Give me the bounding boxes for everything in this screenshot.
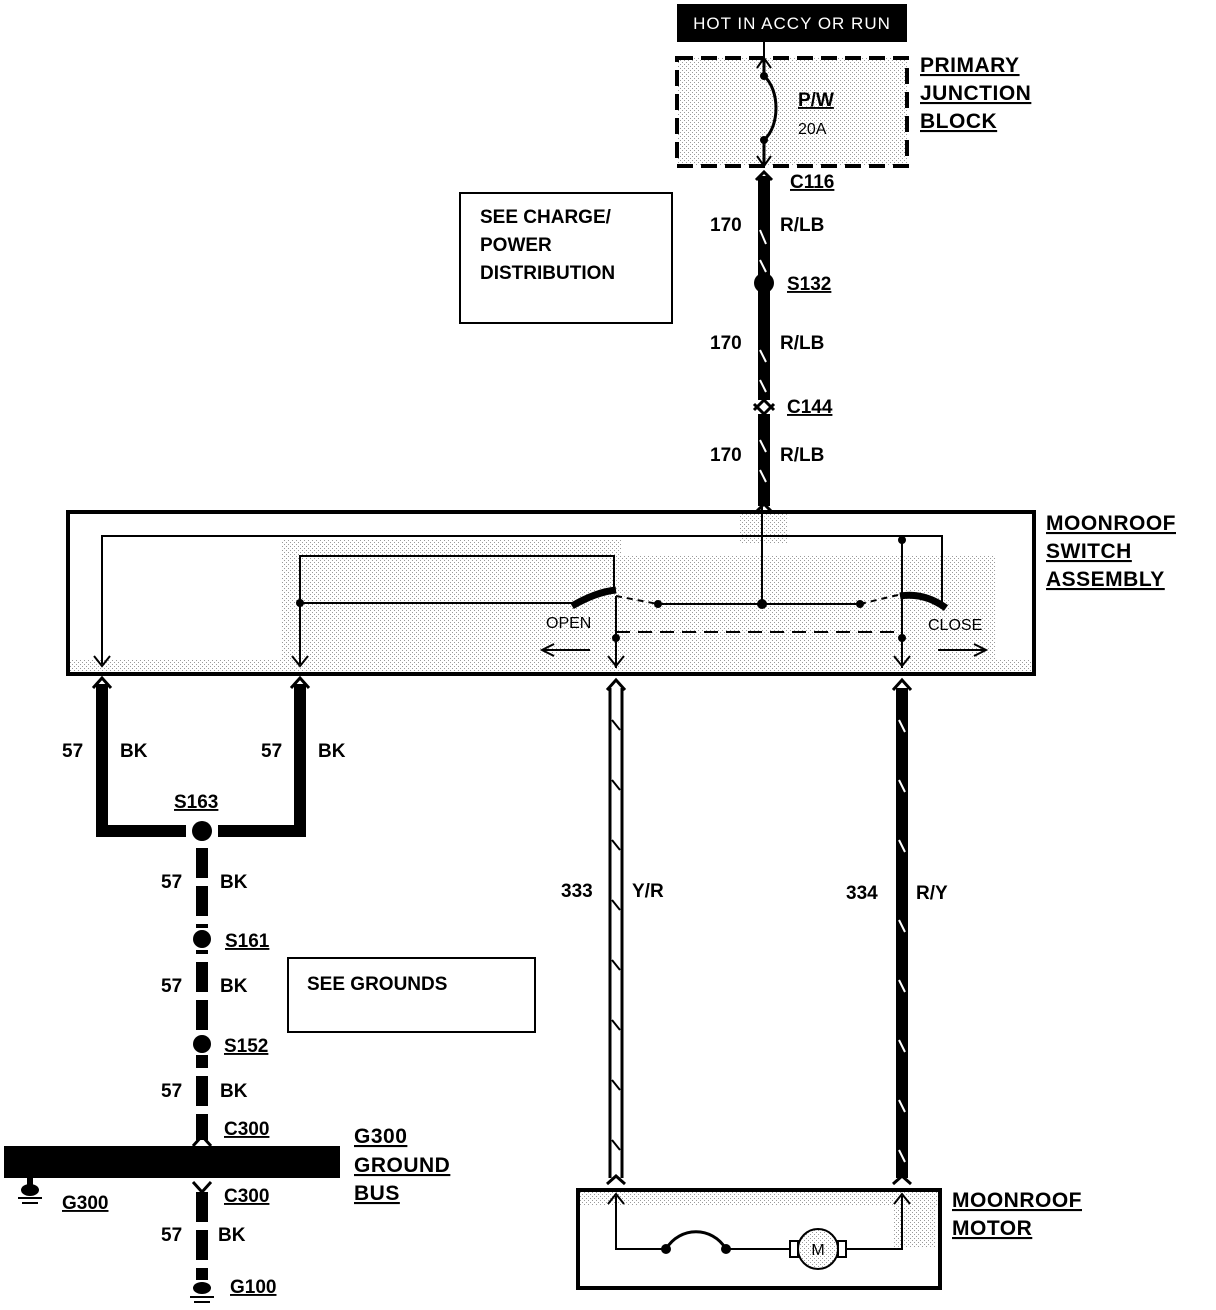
wire-circuit-57-c: 57 — [161, 872, 182, 893]
motor-label-2: MOTOR — [952, 1217, 1032, 1240]
junction-block-label-2: JUNCTION — [920, 82, 1031, 105]
wire-color-bk-d: BK — [220, 976, 248, 997]
wire-color-bk-c: BK — [220, 872, 248, 893]
ground-g300-label: G300 — [62, 1193, 108, 1214]
wire-color-ry: R/Y — [916, 883, 948, 904]
wire-circuit-57-d: 57 — [161, 976, 182, 997]
splice-s152: S152 — [224, 1036, 268, 1057]
connector-c300-top: C300 — [224, 1119, 269, 1140]
wire-333-yr — [605, 677, 627, 1186]
wire-circuit-57-f: 57 — [161, 1225, 182, 1246]
close-switch-contact — [899, 591, 949, 611]
note-charge-line1: SEE CHARGE/ — [480, 207, 612, 228]
note-grounds-box — [287, 957, 536, 1033]
note-charge-box — [459, 192, 673, 324]
wire-color-bk-a: BK — [120, 741, 148, 762]
wire-color-bk-b: BK — [318, 741, 346, 762]
fuse-name: P/W — [798, 90, 834, 111]
junction-block-label-3: BLOCK — [920, 110, 997, 133]
moonroof-switch-assembly — [66, 506, 1036, 676]
wire-color-rlb-b: R/LB — [780, 333, 824, 354]
connector-c116: C116 — [790, 172, 834, 193]
circuit-breaker-icon — [664, 1230, 728, 1250]
ground-trunk-wire — [191, 848, 213, 1280]
splice-s161-dot — [193, 930, 211, 948]
wire-circuit-170-c: 170 — [710, 445, 742, 466]
wire-circuit-57-e: 57 — [161, 1081, 182, 1102]
splice-s132-dot — [754, 273, 774, 293]
ground-g300-icon — [18, 1184, 42, 1204]
ground-g100-label: G100 — [230, 1277, 276, 1298]
splice-s132: S132 — [787, 274, 831, 295]
wire-334-ry — [891, 677, 913, 1186]
wire-circuit-170-b: 170 — [710, 333, 742, 354]
feed-wire-170 — [752, 169, 776, 516]
wire-color-bk-f: BK — [218, 1225, 246, 1246]
note-grounds-text: SEE GROUNDS — [307, 974, 447, 995]
junction-block-label-1: PRIMARY — [920, 54, 1020, 77]
wire-circuit-57-a: 57 — [62, 741, 83, 762]
wire-color-yr: Y/R — [632, 881, 664, 902]
power-header-text: HOT IN ACCY OR RUN — [693, 14, 891, 33]
wire-color-rlb-c: R/LB — [780, 445, 824, 466]
splice-s161: S161 — [225, 931, 270, 952]
splice-s152-dot — [193, 1035, 211, 1053]
moonroof-motor: M — [576, 1188, 942, 1290]
wire-circuit-57-b: 57 — [261, 741, 282, 762]
power-header-box — [677, 4, 907, 42]
ground-bus-bar — [4, 1146, 340, 1178]
ground-g100-icon — [190, 1282, 214, 1303]
note-charge-line3: DISTRIBUTION — [480, 263, 615, 284]
wire-circuit-170-a: 170 — [710, 215, 742, 236]
wire-circuit-334: 334 — [846, 883, 878, 904]
fuse-rating: 20A — [798, 121, 827, 138]
switch-assembly-label-3: ASSEMBLY — [1046, 568, 1165, 591]
primary-junction-block: P/W 20A — [675, 42, 909, 168]
motor-symbol: M — [811, 1242, 824, 1259]
open-switch-contact — [570, 586, 617, 610]
switch-close-label: CLOSE — [928, 617, 982, 634]
ground-bus-label-1: G300 — [354, 1125, 407, 1148]
motor-label-1: MOONROOF — [952, 1189, 1082, 1212]
switch-assembly-label-2: SWITCH — [1046, 540, 1132, 563]
splice-s163-dot — [192, 821, 212, 841]
open-arrow-icon — [539, 643, 590, 657]
wire-color-rlb-a: R/LB — [780, 215, 824, 236]
close-arrow-icon — [938, 643, 989, 657]
ground-bus-label-3: BUS — [354, 1182, 400, 1205]
wire-circuit-333: 333 — [561, 881, 593, 902]
wire-color-bk-e: BK — [220, 1081, 248, 1102]
switch-open-label: OPEN — [546, 615, 591, 632]
switch-assembly-label-1: MOONROOF — [1046, 512, 1176, 535]
splice-s163: S163 — [174, 792, 218, 813]
connector-c144: C144 — [787, 397, 833, 418]
note-charge-line2: POWER — [480, 235, 552, 256]
connector-c300-bottom: C300 — [224, 1186, 269, 1207]
ground-bus-label-2: GROUND — [354, 1154, 450, 1177]
